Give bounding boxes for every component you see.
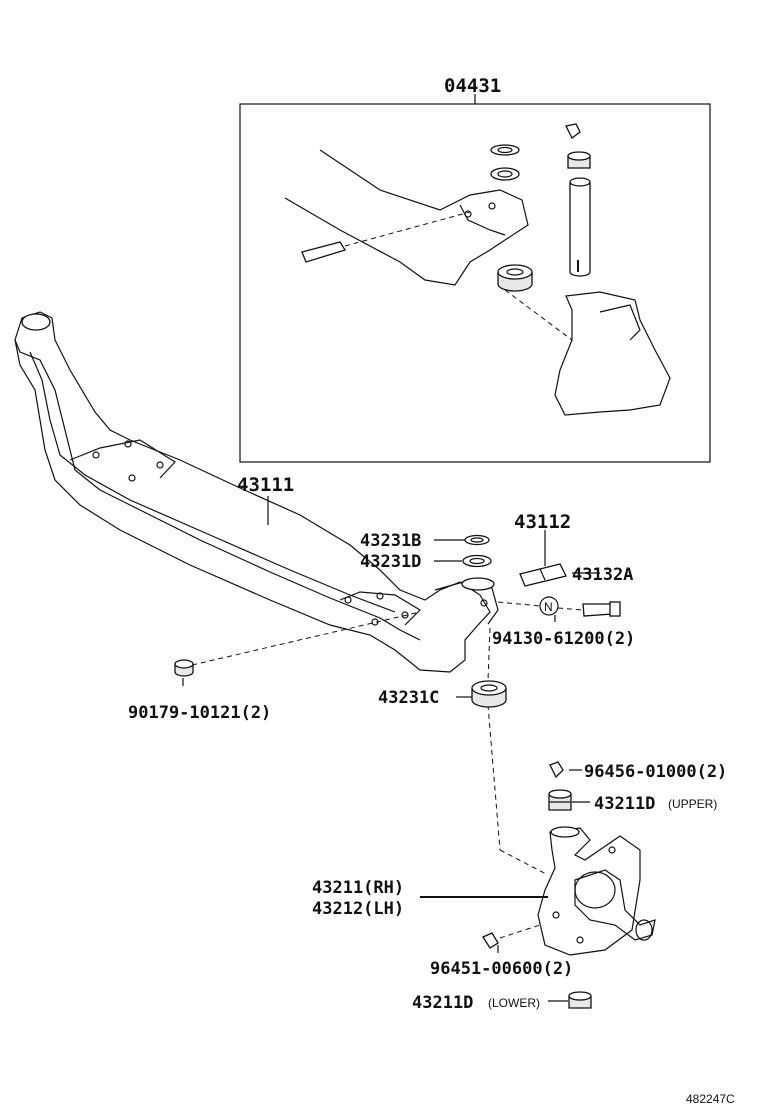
axle-beam — [14, 311, 499, 673]
label-bushing-upper-note: (UPPER) — [668, 797, 717, 811]
nut-symbol: N — [544, 600, 553, 614]
small-parts — [174, 534, 621, 1009]
label-grease-fitting-upper: 96456-01000(2) — [584, 762, 727, 782]
label-plug: 90179-10121(2) — [128, 703, 271, 723]
part-labels: 04431 43111 43231B 43231D 43112 43132A N… — [128, 75, 735, 1106]
label-nut: 94130-61200(2) — [492, 629, 635, 649]
steering-knuckle — [537, 826, 656, 956]
label-knuckle-rh: 43211(RH) — [312, 878, 404, 898]
label-shim-d: 43231D — [360, 552, 421, 572]
label-king-pin: 43112 — [514, 511, 571, 533]
label-axle-beam: 43111 — [237, 474, 294, 496]
label-bearing: 43231C — [378, 688, 439, 708]
figure-code: 482247C — [686, 1092, 735, 1106]
label-grease-fitting-lower: 96451-00600(2) — [430, 959, 573, 979]
label-knuckle-lh: 43212(LH) — [312, 899, 404, 919]
kit-inset — [239, 94, 711, 463]
label-shim-b: 43231B — [360, 531, 421, 551]
label-bushing-upper: 43211D — [594, 794, 655, 814]
label-bushing-lower: 43211D — [412, 993, 473, 1013]
label-kit: 04431 — [444, 75, 501, 97]
label-lock-pin: 43132A — [572, 565, 633, 585]
leader-lines — [182, 496, 600, 1002]
label-bushing-lower-note: (LOWER) — [488, 996, 540, 1010]
